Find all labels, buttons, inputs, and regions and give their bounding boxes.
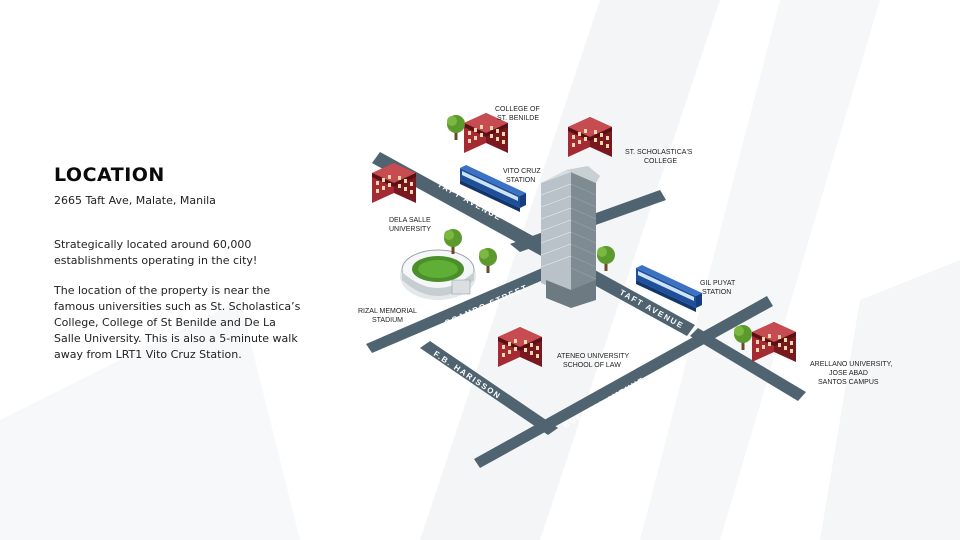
- location-heading: LOCATION: [54, 164, 165, 186]
- tree-icon: [447, 115, 465, 140]
- benilde-label-2: ST. BENILDE: [497, 115, 539, 122]
- arellano-label-1: ARELLANO UNIVERSITY,: [810, 361, 892, 368]
- tree-icon: [479, 248, 497, 273]
- para1-line1: Strategically located around 60,000: [54, 238, 252, 251]
- scholastica-label-2: COLLEGE: [644, 158, 677, 165]
- st-scholastica-college-building: [568, 117, 612, 157]
- rizal-memorial-stadium: [400, 249, 476, 300]
- vito-cruz-label-1: VITO CRUZ: [503, 168, 541, 175]
- rizal-label-2: STADIUM: [372, 317, 403, 324]
- ateneo-label-1: ATENEO UNIVERSITY: [557, 353, 630, 360]
- fb-harisson-label: F.B. HARISSON: [432, 349, 503, 401]
- benilde-label-1: COLLEGE OF: [495, 106, 540, 113]
- buendia-avenue-road: [474, 296, 773, 468]
- isometric-map: TAFT AVENUE TAFT AVENUE OCAMPO STREET F.…: [358, 106, 892, 468]
- scholastica-label-1: ST. SCHOLASTICA'S: [625, 149, 693, 156]
- vito-cruz-label-2: STATION: [506, 177, 535, 184]
- universities-paragraph: The location of the property is near the…: [54, 283, 354, 363]
- gil-puyat-label-2: STATION: [702, 289, 731, 296]
- location-map: TAFT AVENUE TAFT AVENUE OCAMPO STREET F.…: [340, 95, 940, 485]
- fb-harisson-road: [420, 341, 558, 435]
- gil-puyat-label-1: GIL PUYAT: [700, 280, 736, 287]
- para2-line3: College, College of St Benilde and De La: [54, 316, 276, 329]
- para2-line4: Salle University. This is also a 5-minut…: [54, 332, 298, 345]
- establishments-paragraph: Strategically located around 60,000 esta…: [54, 237, 354, 269]
- location-panel: LOCATION 2665 Taft Ave, Malate, Manila S…: [54, 164, 354, 377]
- ocampo-street-road: [366, 262, 562, 353]
- para2-line1: The location of the property is near the: [54, 284, 271, 297]
- arellano-label-3: SANTOS CAMPUS: [818, 379, 879, 386]
- tree-icon: [734, 325, 752, 350]
- rizal-label-1: RIZAL MEMORIAL: [358, 308, 417, 315]
- dlsu-label-1: DELA SALLE: [389, 217, 431, 224]
- buendia-avenue-label: BUENDIA AVENUE: [562, 375, 647, 429]
- ateneo-school-of-law-building: [498, 327, 542, 367]
- para2-line5: away from LRT1 Vito Cruz Station.: [54, 348, 242, 361]
- ateneo-label-2: SCHOOL OF LAW: [563, 362, 621, 369]
- tree-icon: [597, 246, 615, 271]
- arellano-label-2: JOSE ABAD: [829, 370, 868, 377]
- property-tower: [540, 166, 600, 308]
- para1-line2: establishments operating in the city!: [54, 254, 258, 267]
- arellano-university-building: [752, 322, 796, 362]
- buendia-east-road: [690, 328, 806, 401]
- dlsu-label-2: UNIVERSITY: [389, 226, 431, 233]
- para2-line2: famous universities such as St. Scholast…: [54, 300, 301, 313]
- address-text: 2665 Taft Ave, Malate, Manila: [54, 194, 216, 207]
